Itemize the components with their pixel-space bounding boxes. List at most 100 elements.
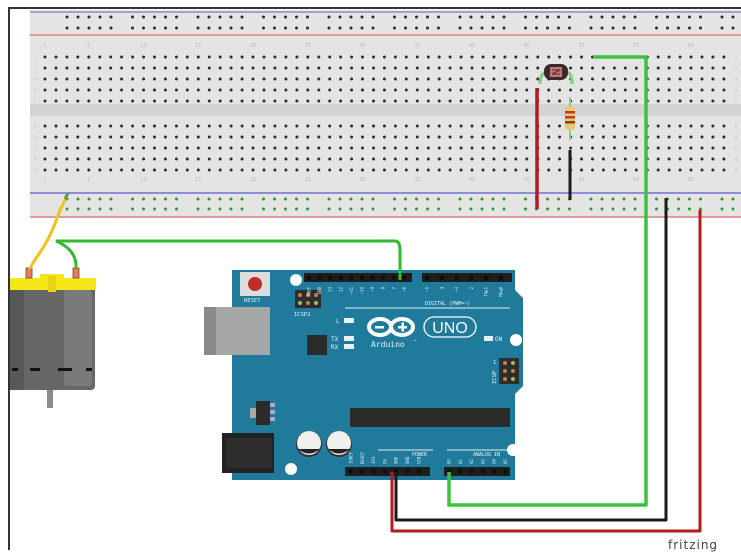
breadboard-hole[interactable] xyxy=(580,124,583,128)
breadboard-hole[interactable] xyxy=(109,77,113,81)
breadboard-hole[interactable] xyxy=(393,77,397,81)
breadboard-hole[interactable] xyxy=(142,88,146,92)
breadboard-hole[interactable] xyxy=(218,99,222,103)
breadboard-hole[interactable] xyxy=(382,146,386,150)
breadboard-hole[interactable] xyxy=(459,168,463,172)
breadboard-hole[interactable] xyxy=(109,124,113,128)
breadboard-hole[interactable] xyxy=(98,168,102,172)
breadboard-hole[interactable] xyxy=(339,124,343,128)
breadboard-hole[interactable] xyxy=(251,55,255,59)
breadboard-hole[interactable] xyxy=(503,88,507,92)
rail-hole[interactable] xyxy=(393,15,396,19)
breadboard-hole[interactable] xyxy=(350,55,354,59)
breadboard-hole[interactable] xyxy=(87,77,91,81)
breadboard-hole[interactable] xyxy=(196,157,200,161)
rail-hole[interactable] xyxy=(338,207,342,211)
breadboard-hole[interactable] xyxy=(372,55,375,59)
breadboard-hole[interactable] xyxy=(623,124,627,128)
rail-hole[interactable] xyxy=(240,207,244,211)
rail-hole[interactable] xyxy=(404,26,407,30)
rail-hole[interactable] xyxy=(655,197,658,201)
breadboard-hole[interactable] xyxy=(481,146,485,150)
breadboard-hole[interactable] xyxy=(76,124,80,128)
breadboard-hole[interactable] xyxy=(580,168,583,172)
rail-hole[interactable] xyxy=(426,26,429,30)
rail-hole[interactable] xyxy=(306,207,309,211)
breadboard-hole[interactable] xyxy=(317,135,321,139)
breadboard-hole[interactable] xyxy=(700,55,704,59)
breadboard-hole[interactable] xyxy=(163,55,167,59)
breadboard-hole[interactable] xyxy=(678,99,682,103)
breadboard-hole[interactable] xyxy=(689,66,693,70)
breadboard-hole[interactable] xyxy=(284,55,288,59)
breadboard-hole[interactable] xyxy=(547,99,551,103)
rail-hole[interactable] xyxy=(469,197,473,201)
breadboard-hole[interactable] xyxy=(514,55,518,59)
breadboard-hole[interactable] xyxy=(667,124,671,128)
rail-hole[interactable] xyxy=(589,26,593,30)
breadboard-hole[interactable] xyxy=(689,135,693,139)
breadboard-hole[interactable] xyxy=(196,99,200,103)
breadboard-hole[interactable] xyxy=(601,99,605,103)
breadboard-hole[interactable] xyxy=(262,157,266,161)
breadboard-hole[interactable] xyxy=(612,146,616,150)
breadboard-hole[interactable] xyxy=(372,124,375,128)
rail-hole[interactable] xyxy=(207,15,211,19)
breadboard-hole[interactable] xyxy=(240,55,244,59)
rail-hole[interactable] xyxy=(153,26,156,30)
breadboard-hole[interactable] xyxy=(295,55,299,59)
breadboard-hole[interactable] xyxy=(153,88,156,92)
breadboard-hole[interactable] xyxy=(580,146,583,150)
breadboard-hole[interactable] xyxy=(503,124,507,128)
breadboard-hole[interactable] xyxy=(558,157,562,161)
breadboard-hole[interactable] xyxy=(569,146,573,150)
breadboard-hole[interactable] xyxy=(306,66,310,70)
breadboard-hole[interactable] xyxy=(131,124,135,128)
breadboard-hole[interactable] xyxy=(54,146,58,150)
breadboard-hole[interactable] xyxy=(722,88,726,92)
breadboard-hole[interactable] xyxy=(656,99,660,103)
breadboard-hole[interactable] xyxy=(591,146,594,150)
breadboard-hole[interactable] xyxy=(251,99,255,103)
breadboard-hole[interactable] xyxy=(273,66,277,70)
breadboard-hole[interactable] xyxy=(503,55,507,59)
rail-hole[interactable] xyxy=(524,26,527,30)
rail-hole[interactable] xyxy=(76,15,80,19)
rail-hole[interactable] xyxy=(76,207,80,211)
breadboard-hole[interactable] xyxy=(163,157,167,161)
header-pin[interactable] xyxy=(447,469,451,474)
breadboard-hole[interactable] xyxy=(689,55,693,59)
rail-hole[interactable] xyxy=(153,197,156,201)
breadboard-hole[interactable] xyxy=(295,146,299,150)
breadboard-hole[interactable] xyxy=(492,146,496,150)
rail-hole[interactable] xyxy=(273,15,276,19)
breadboard-hole[interactable] xyxy=(547,168,551,172)
breadboard-hole[interactable] xyxy=(361,66,364,70)
rail-hole[interactable] xyxy=(731,15,735,19)
breadboard-hole[interactable] xyxy=(525,55,529,59)
rail-hole[interactable] xyxy=(65,207,69,211)
breadboard-hole[interactable] xyxy=(207,55,211,59)
header-pin[interactable] xyxy=(349,469,353,474)
breadboard-hole[interactable] xyxy=(251,157,255,161)
breadboard-hole[interactable] xyxy=(174,66,178,70)
rail-hole[interactable] xyxy=(524,15,527,19)
breadboard-hole[interactable] xyxy=(109,55,113,59)
breadboard-hole[interactable] xyxy=(185,55,189,59)
breadboard-hole[interactable] xyxy=(437,55,441,59)
rail-hole[interactable] xyxy=(87,26,91,30)
breadboard-hole[interactable] xyxy=(328,146,332,150)
breadboard-hole[interactable] xyxy=(711,55,715,59)
breadboard-hole[interactable] xyxy=(284,157,288,161)
breadboard-hole[interactable] xyxy=(339,77,343,81)
breadboard-hole[interactable] xyxy=(317,168,321,172)
rail-hole[interactable] xyxy=(131,26,134,30)
breadboard-hole[interactable] xyxy=(207,146,211,150)
breadboard-hole[interactable] xyxy=(98,124,102,128)
breadboard-hole[interactable] xyxy=(76,66,80,70)
breadboard-hole[interactable] xyxy=(634,77,638,81)
rail-hole[interactable] xyxy=(426,207,429,211)
breadboard-hole[interactable] xyxy=(120,88,124,92)
breadboard-hole[interactable] xyxy=(163,66,167,70)
rail-hole[interactable] xyxy=(207,197,211,201)
